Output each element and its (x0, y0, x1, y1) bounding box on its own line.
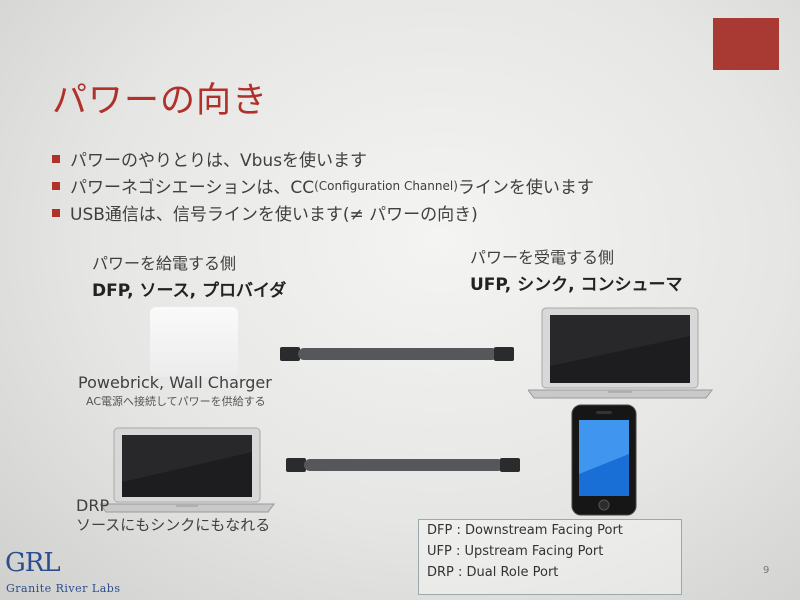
drp-name: DRP (76, 496, 110, 515)
grl-logo: GRL (5, 548, 61, 578)
bullet-icon (52, 154, 60, 163)
smartphone-icon (571, 404, 637, 516)
grl-logo-text: Granite River Labs (6, 582, 121, 595)
bullet-icon (52, 208, 60, 217)
bullet-text: パワーネゴシエーションは、CC (70, 178, 315, 198)
bullet-item: パワーネゴシエーションは、CC (Configuration Channel) … (52, 172, 594, 199)
cable-plug-icon (494, 347, 514, 361)
definition-item: UFP : Upstream Facing Port (427, 544, 604, 559)
bullet-icon (52, 181, 60, 190)
accent-square (713, 18, 779, 70)
bullet-item: パワーのやりとりは、Vbusを使います (52, 145, 594, 172)
consumer-heading: パワーを受電する側 (470, 248, 615, 267)
charger-desc: AC電源へ接続してパワーを供給する (86, 395, 266, 408)
cable-plug-icon (280, 347, 300, 361)
wall-charger-icon (150, 307, 238, 377)
charger-name: Powebrick, Wall Charger (78, 373, 272, 392)
slide-title: パワーの向き (52, 81, 269, 121)
page-number: 9 (763, 565, 770, 576)
usb-cable-icon (304, 459, 504, 471)
bullet-item: USB通信は、信号ラインを使います(≠ パワーの向き) (52, 199, 594, 226)
definitions-box: DFP : Downstream Facing Port UFP : Upstr… (418, 519, 682, 595)
cable-plug-icon (286, 458, 306, 472)
drp-desc: ソースにもシンクにもなれる (76, 516, 271, 534)
definition-item: DFP : Downstream Facing Port (427, 523, 623, 538)
bullet-text-small: (Configuration Channel) (314, 178, 458, 193)
bullet-text: パワーのやりとりは、Vbusを使います (70, 151, 368, 171)
supplier-roles: DFP, ソース, プロバイダ (92, 281, 287, 301)
definition-item: DRP : Dual Role Port (427, 565, 559, 580)
cable-plug-icon (500, 458, 520, 472)
usb-cable-icon (298, 348, 498, 360)
consumer-roles: UFP, シンク, コンシューマ (470, 275, 683, 295)
laptop-icon (528, 307, 713, 399)
bullet-list: パワーのやりとりは、Vbusを使います パワーネゴシエーションは、CC (Con… (52, 145, 594, 226)
supplier-heading: パワーを給電する側 (92, 254, 237, 273)
bullet-text-post: ラインを使います (457, 178, 594, 198)
laptop-icon (100, 427, 275, 513)
bullet-text: USB通信は、信号ラインを使います(≠ パワーの向き) (70, 205, 478, 225)
